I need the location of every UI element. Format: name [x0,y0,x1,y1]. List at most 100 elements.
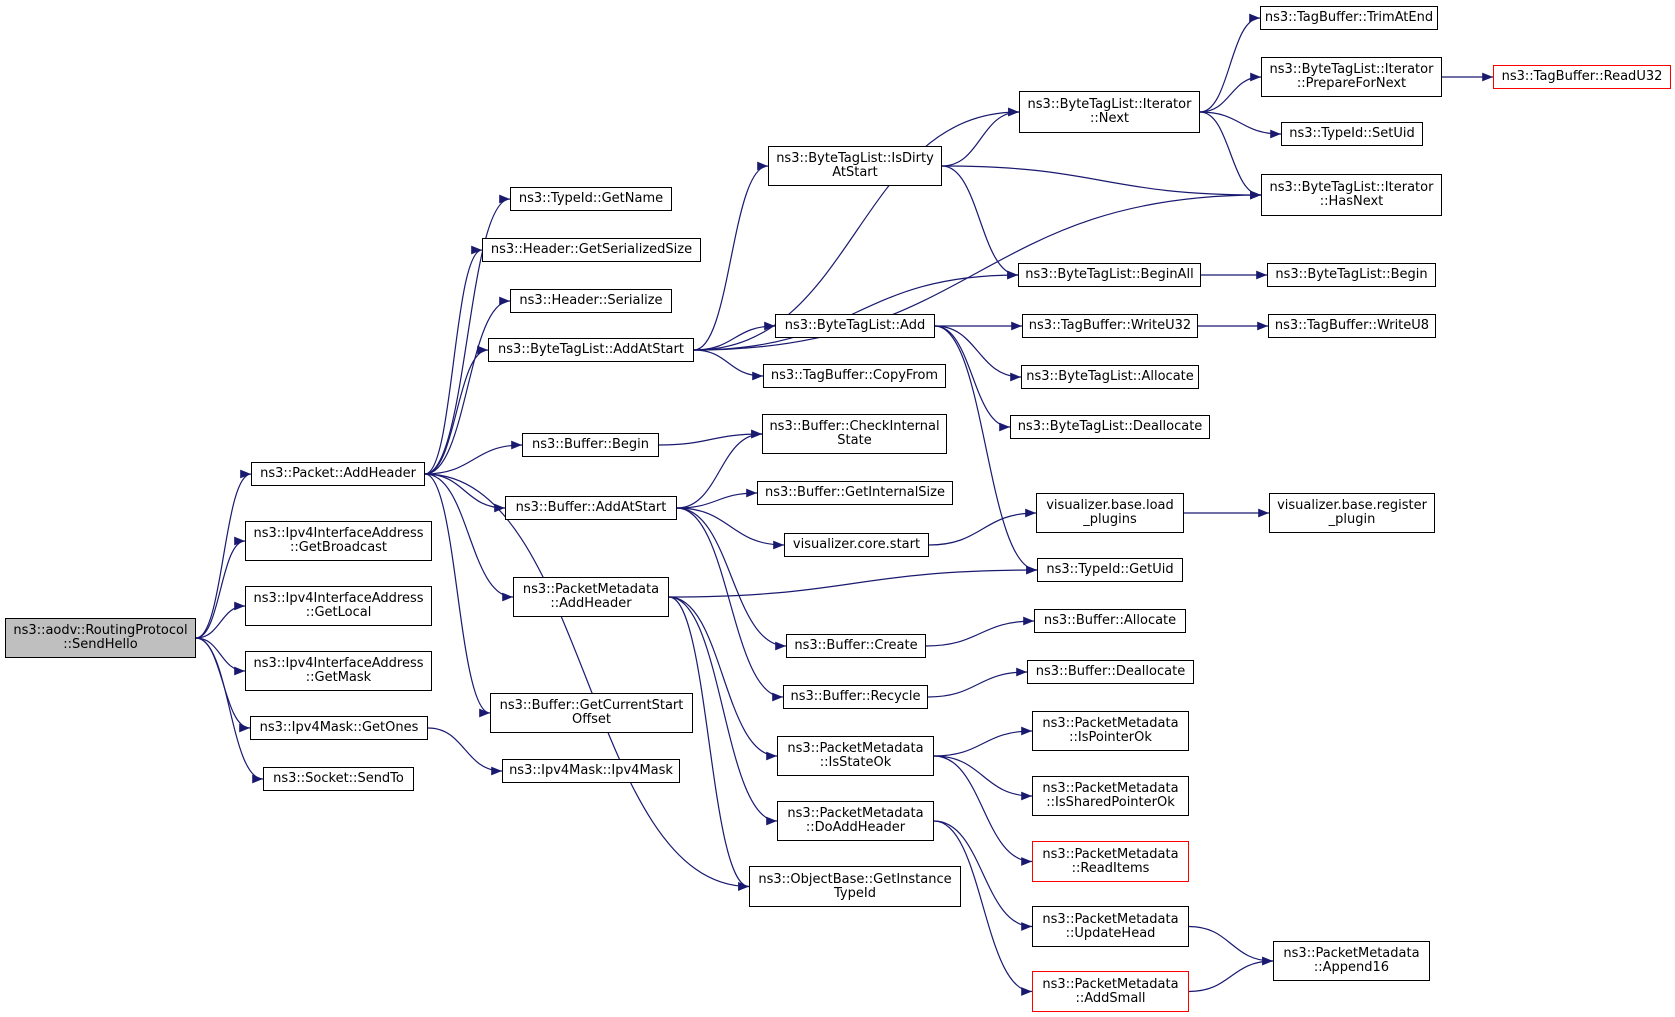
node-buffer-begin[interactable]: ns3::Buffer::Begin [522,433,659,457]
node-buffer-create[interactable]: ns3::Buffer::Create [786,634,926,658]
call-edge [1188,925,1274,966]
node-label-line: ns3::PacketMetadata [1042,911,1179,927]
node-label-line: ::Next [1089,111,1130,126]
node-label-line: ns3::ByteTagList::Allocate [1026,369,1194,384]
node-visualizer-core-start[interactable]: visualizer.core.start [784,533,929,557]
node-tag-buffer-write-u32[interactable]: ns3::TagBuffer::WriteU32 [1022,314,1198,338]
call-edge [933,755,1033,866]
node-byte-tag-list-begin-all[interactable]: ns3::ByteTagList::BeginAll [1018,263,1201,287]
node-byte-tag-list-begin[interactable]: ns3::ByteTagList::Begin [1267,263,1436,287]
node-buffer-recycle[interactable]: ns3::Buffer::Recycle [783,685,928,709]
call-edge [693,161,769,351]
call-edge [195,536,246,639]
node-packet-metadata-is-shared-pointer-ok[interactable]: ns3::PacketMetadata::IsSharedPointerOk [1032,776,1189,816]
node-label-line: ns3::ByteTagList::AddAtStart [498,342,684,357]
call-edge [676,429,763,509]
node-label-line: ::HasNext [1319,194,1384,209]
node-tag-buffer-read-u32[interactable]: ns3::TagBuffer::ReadU32 [1493,65,1671,89]
node-typeid-get-name[interactable]: ns3::TypeId::GetName [510,187,672,211]
node-buffer-deallocate[interactable]: ns3::Buffer::Deallocate [1027,660,1194,684]
node-label-line: ns3::TypeId::SetUid [1289,126,1415,141]
node-label-line: _plugins [1083,512,1137,527]
node-typeid-set-uid[interactable]: ns3::TypeId::SetUid [1281,122,1423,146]
node-ipv4-interface-address-get-local[interactable]: ns3::Ipv4InterfaceAddress::GetLocal [245,586,432,626]
node-ipv4-mask-constructor[interactable]: ns3::Ipv4Mask::Ipv4Mask [502,759,680,783]
node-packet-metadata-update-head[interactable]: ns3::PacketMetadata::UpdateHead [1032,906,1189,947]
node-tag-buffer-trim-at-end[interactable]: ns3::TagBuffer::TrimAtEnd [1260,6,1438,30]
node-label-line: ::PrepareForNext [1296,76,1407,91]
node-header-serialize[interactable]: ns3::Header::Serialize [510,289,672,313]
node-buffer-allocate[interactable]: ns3::Buffer::Allocate [1034,609,1186,633]
call-edge [927,667,1028,698]
node-label-line: State [837,433,872,448]
call-edge [1199,111,1262,200]
call-edge [925,616,1035,647]
node-label-line: ::AddHeader [550,596,632,611]
node-byte-tag-list-add-at-start[interactable]: ns3::ByteTagList::AddAtStart [488,338,694,362]
node-visualizer-base-load-plugins[interactable]: visualizer.base.load_plugins [1036,493,1184,533]
call-edge [195,637,246,676]
node-label-line: ns3::PacketMetadata [787,741,924,756]
node-buffer-get-internal-size[interactable]: ns3::Buffer::GetInternalSize [757,481,953,505]
node-label-line: ns3::TagBuffer::CopyFrom [770,368,939,383]
node-visualizer-base-register-plugin[interactable]: visualizer.base.register_plugin [1269,493,1435,533]
node-label-line: visualizer.base.load [1046,498,1174,513]
call-edge [933,726,1033,757]
node-packet-add-header[interactable]: ns3::Packet::AddHeader [251,462,425,486]
node-tag-buffer-write-u8[interactable]: ns3::TagBuffer::WriteU8 [1268,314,1436,338]
node-byte-tag-list-deallocate[interactable]: ns3::ByteTagList::Deallocate [1010,415,1210,439]
call-edge [427,727,503,776]
call-edge [928,508,1037,546]
node-label-line: ns3::Buffer::GetInternalSize [765,485,945,500]
call-edge [668,596,778,826]
node-label-line: ::Append16 [1313,960,1390,975]
node-label-line: ns3::Buffer::Begin [531,437,650,452]
call-edge [424,245,483,475]
node-typeid-get-uid[interactable]: ns3::TypeId::GetUid [1037,558,1183,582]
call-edge [668,596,778,761]
node-label-line: ns3::ByteTagList::BeginAll [1025,267,1194,282]
node-label-line: ns3::TagBuffer::WriteU32 [1028,318,1192,333]
call-edge [933,755,1033,801]
node-send-hello[interactable]: ns3::aodv::RoutingProtocol::SendHello [5,618,196,658]
node-label-line: ns3::ByteTagList::Iterator [1269,62,1434,77]
node-label-line: visualizer.core.start [792,537,921,552]
node-label-line: ns3::ObjectBase::GetInstance [758,871,952,887]
node-byte-tag-list-allocate[interactable]: ns3::ByteTagList::Allocate [1021,365,1199,389]
node-packet-metadata-is-pointer-ok[interactable]: ns3::PacketMetadata::IsPointerOk [1032,711,1189,751]
node-buffer-add-at-start[interactable]: ns3::Buffer::AddAtStart [505,496,677,520]
node-packet-metadata-add-header[interactable]: ns3::PacketMetadata::AddHeader [513,577,669,617]
call-edge [195,601,246,639]
node-label-line: ns3::Buffer::Allocate [1043,613,1177,628]
node-label-line: ns3::ByteTagList::Begin [1275,267,1428,282]
node-socket-send-to[interactable]: ns3::Socket::SendTo [263,767,414,791]
node-byte-tag-list-iterator-prepare-for-next[interactable]: ns3::ByteTagList::Iterator::PrepareForNe… [1261,57,1442,97]
node-byte-tag-list-iterator-next[interactable]: ns3::ByteTagList::Iterator::Next [1019,91,1200,133]
node-ipv4-interface-address-get-broadcast[interactable]: ns3::Ipv4InterfaceAddress::GetBroadcast [245,521,432,561]
node-label-line: AtStart [832,165,878,180]
node-packet-metadata-append16[interactable]: ns3::PacketMetadata::Append16 [1273,941,1430,981]
node-byte-tag-list-iterator-has-next[interactable]: ns3::ByteTagList::Iterator::HasNext [1261,174,1442,216]
node-packet-metadata-read-items[interactable]: ns3::PacketMetadata::ReadItems [1032,841,1189,882]
node-label-line: ns3::Buffer::AddAtStart [515,500,667,515]
node-packet-metadata-is-state-ok[interactable]: ns3::PacketMetadata::IsStateOk [777,736,934,776]
node-ipv4-mask-get-ones[interactable]: ns3::Ipv4Mask::GetOnes [250,716,428,740]
node-label-line: ns3::TypeId::GetName [518,191,664,206]
call-edge [195,637,264,784]
node-header-get-serialized-size[interactable]: ns3::Header::GetSerializedSize [482,238,701,262]
node-packet-metadata-do-add-header[interactable]: ns3::PacketMetadata::DoAddHeader [777,801,934,841]
node-label-line: ns3::Header::GetSerializedSize [490,242,693,257]
node-byte-tag-list-add[interactable]: ns3::ByteTagList::Add [775,314,935,338]
node-label-line: ::IsStateOk [819,755,892,770]
call-edge [676,488,758,509]
call-edge [934,325,1038,575]
node-packet-metadata-add-small[interactable]: ns3::PacketMetadata::AddSmall [1032,971,1189,1012]
node-tag-buffer-copy-from[interactable]: ns3::TagBuffer::CopyFrom [763,364,946,388]
node-label-line: ns3::PacketMetadata [1042,781,1179,796]
node-ipv4-interface-address-get-mask[interactable]: ns3::Ipv4InterfaceAddress::GetMask [245,651,432,691]
node-label-line: ns3::TagBuffer::TrimAtEnd [1264,10,1434,25]
